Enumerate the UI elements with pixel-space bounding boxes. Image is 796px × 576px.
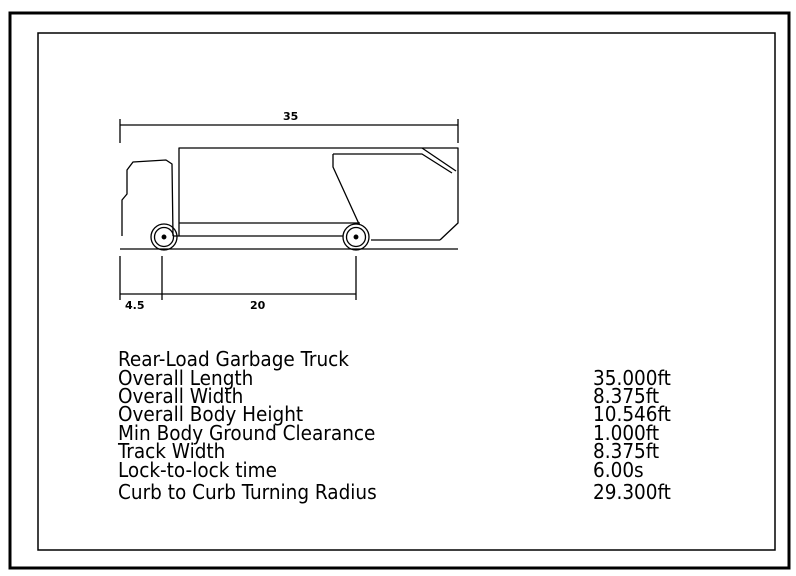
spec-label-body-height: Overall Body Height — [118, 402, 303, 426]
hopper-top-line — [421, 147, 457, 172]
spec-value-turning-radius: 29.300ft — [593, 480, 671, 504]
body-outline — [178, 147, 459, 241]
dimension-overall-length — [119, 119, 459, 143]
vehicle-title: Rear-Load Garbage Truck — [118, 347, 349, 371]
wheelbase-label: 20 — [250, 299, 266, 312]
spec-value-overall-length: 35.000ft — [593, 366, 671, 390]
spec-label-track-width: Track Width — [117, 439, 225, 463]
dimension-wheel-positions — [119, 256, 357, 300]
truck-drawing — [120, 147, 459, 251]
inner-border — [37, 32, 776, 551]
hopper-outline — [332, 153, 453, 225]
overall-length-label: 35 — [283, 110, 298, 123]
spec-value-track-width: 8.375ft — [593, 439, 659, 463]
spec-block: Rear-Load Garbage Truck Overall Length O… — [117, 347, 671, 504]
rear-wheel — [342, 223, 370, 251]
spec-value-overall-width: 8.375ft — [593, 384, 659, 408]
front-overhang-label: 4.5 — [125, 299, 145, 312]
spec-label-overall-width: Overall Width — [118, 384, 243, 408]
spec-label-turning-radius: Curb to Curb Turning Radius — [118, 480, 377, 504]
spec-label-overall-length: Overall Length — [118, 366, 253, 390]
outer-border — [8, 11, 791, 570]
cab-outline — [121, 159, 174, 237]
spec-label-ground-clearance: Min Body Ground Clearance — [118, 421, 375, 445]
spec-label-lock-to-lock: Lock-to-lock time — [118, 458, 277, 482]
spec-value-lock-to-lock: 6.00s — [593, 458, 644, 482]
front-wheel — [150, 223, 178, 251]
spec-value-body-height: 10.546ft — [593, 402, 671, 426]
spec-value-ground-clearance: 1.000ft — [593, 421, 659, 445]
